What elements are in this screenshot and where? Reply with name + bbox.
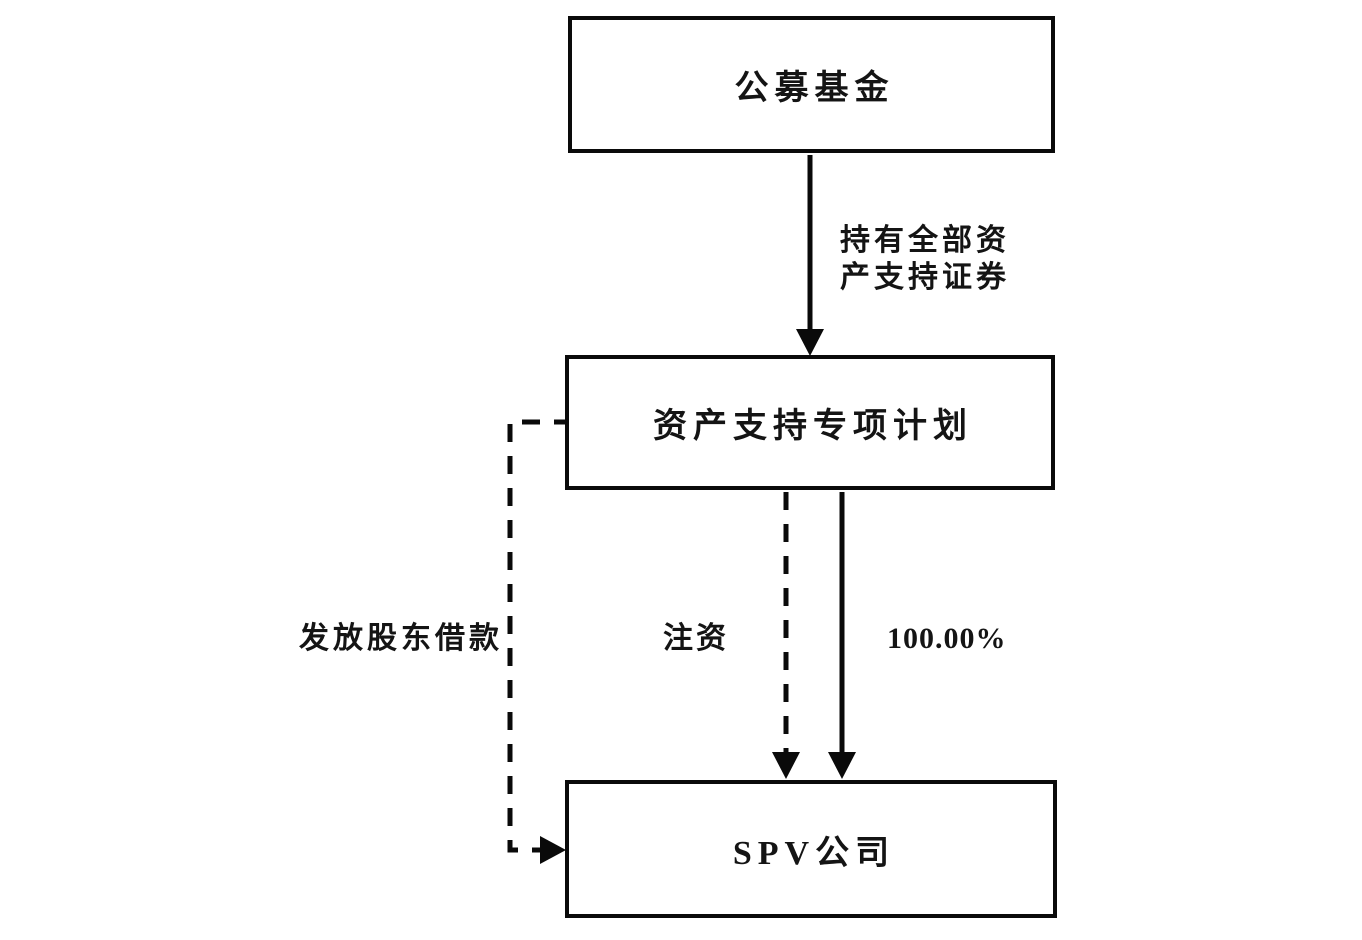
edge-label-shareholder-loan: 发放股东借款 xyxy=(299,622,503,655)
arrow-shareholder-loan xyxy=(507,419,572,864)
edge-label-capital-injection: 注资 xyxy=(663,622,729,655)
edge-label-hold-abs-line2: 产支持证券 xyxy=(840,261,1010,294)
node-public-fund-label: 公募基金 xyxy=(734,70,895,107)
edge-label-hold-abs-line1: 持有全部资 xyxy=(840,224,1010,257)
arrow-capital-injection xyxy=(772,492,800,779)
node-spv-company: SPV公司 xyxy=(565,780,1057,918)
node-public-fund: 公募基金 xyxy=(568,16,1055,153)
arrow-equity-percentage xyxy=(828,492,856,779)
node-abs-plan: 资产支持专项计划 xyxy=(565,355,1055,490)
edge-label-equity-percentage: 100.00% xyxy=(887,622,1007,655)
edge-label-hold-abs: 持有全部资 产支持证券 xyxy=(840,222,1010,296)
node-abs-plan-label: 资产支持专项计划 xyxy=(653,408,973,445)
node-spv-company-label: SPV公司 xyxy=(732,834,896,872)
arrow-hold-abs xyxy=(796,155,824,356)
